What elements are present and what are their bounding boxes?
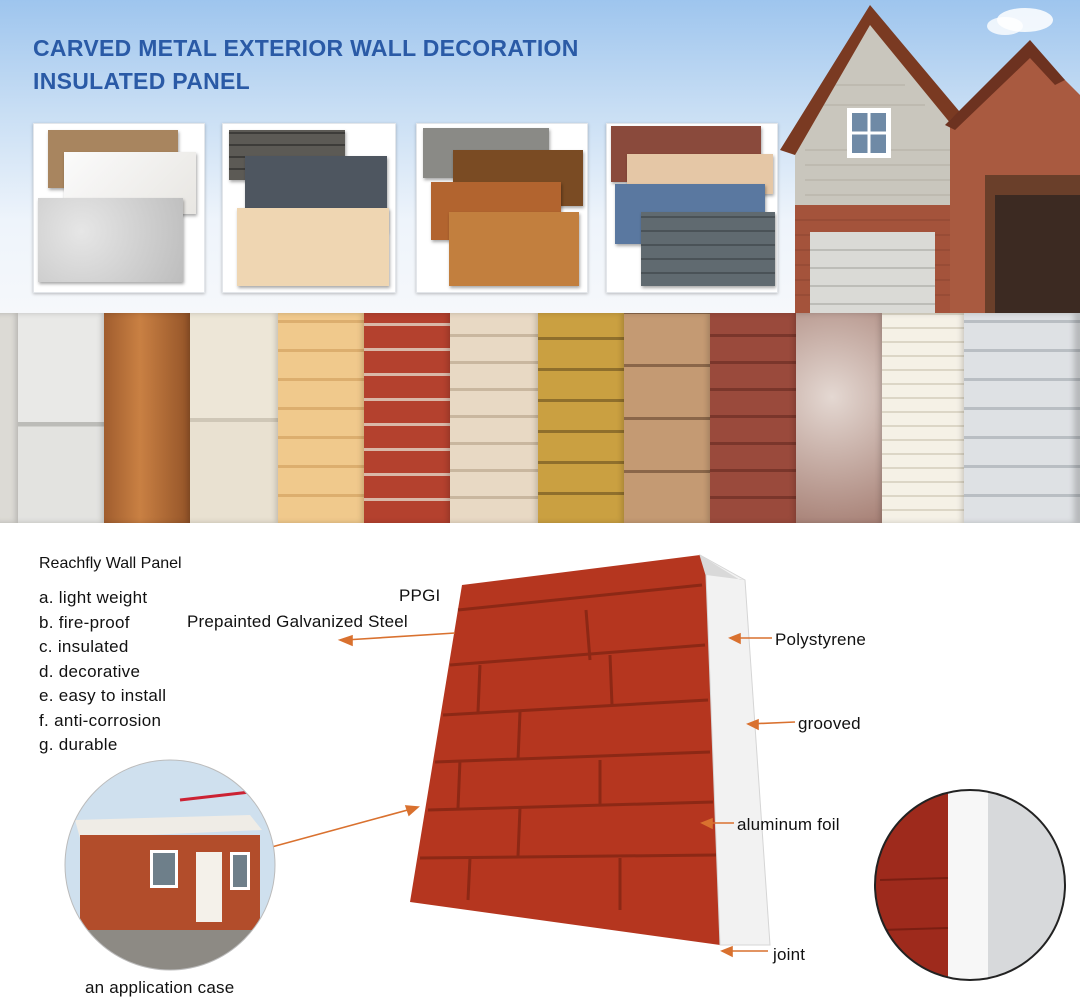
swatch-card-brick: [222, 123, 396, 293]
label-application-case: an application case: [85, 978, 235, 997]
panel-sample: [882, 313, 968, 523]
hero-title-line-2: INSULATED PANEL: [33, 68, 251, 94]
panel-sample: [18, 313, 108, 523]
panel-sample: [450, 313, 542, 523]
panel-sample: [710, 313, 800, 523]
application-case-photo: [65, 760, 275, 970]
panel-sample: [538, 313, 628, 523]
label-prepainted-galvanized-steel: Prepainted Galvanized Steel: [187, 612, 408, 631]
features-heading: Reachfly Wall Panel: [39, 555, 182, 572]
feature-item: e. easy to install: [39, 686, 167, 705]
feature-item: b. fire-proof: [39, 612, 130, 632]
hero-banner: CARVED METAL EXTERIOR WALL DECORATION IN…: [0, 0, 1080, 315]
panel-diagram: [64, 553, 1066, 981]
feature-item: a. light weight: [39, 588, 148, 607]
swatch-card-mixed: [606, 123, 778, 293]
label-polystyrene: Polystyrene: [775, 630, 867, 649]
joint-detail-zoom: [875, 790, 1065, 980]
swatch-card-wood: [416, 123, 588, 293]
hero-title-line-1: CARVED METAL EXTERIOR WALL DECORATION: [33, 35, 579, 61]
panel-sample: [624, 313, 714, 523]
features-list: a. light weight b. fire-proof c. insulat…: [39, 586, 166, 758]
panel-sample: [104, 313, 194, 523]
label-grooved: grooved: [798, 714, 861, 733]
panel-sample: [278, 313, 368, 523]
label-joint: joint: [773, 945, 806, 964]
panel-sample: [364, 313, 454, 523]
polystyrene-core: [699, 553, 771, 946]
panel-texture-strip: [0, 313, 1080, 523]
feature-item: g. durable: [39, 735, 118, 754]
label-aluminum-foil: aluminum foil: [737, 815, 840, 834]
panel-sample: [0, 313, 22, 523]
feature-item: d. decorative: [39, 661, 141, 681]
house-illustration: [780, 5, 1080, 315]
callout-arrows: [267, 632, 796, 958]
panel-face: [410, 555, 720, 945]
swatch-card-stone: [33, 123, 205, 293]
panel-sample: [190, 313, 282, 523]
panel-sample: [796, 313, 886, 523]
panel-sample: [964, 313, 1080, 523]
label-ppgi: PPGI: [399, 586, 441, 605]
hero-title: CARVED METAL EXTERIOR WALL DECORATION IN…: [33, 32, 579, 98]
panel-brick-grooves: [419, 583, 717, 910]
feature-item: f. anti-corrosion: [39, 710, 162, 730]
feature-item: c. insulated: [39, 637, 129, 656]
